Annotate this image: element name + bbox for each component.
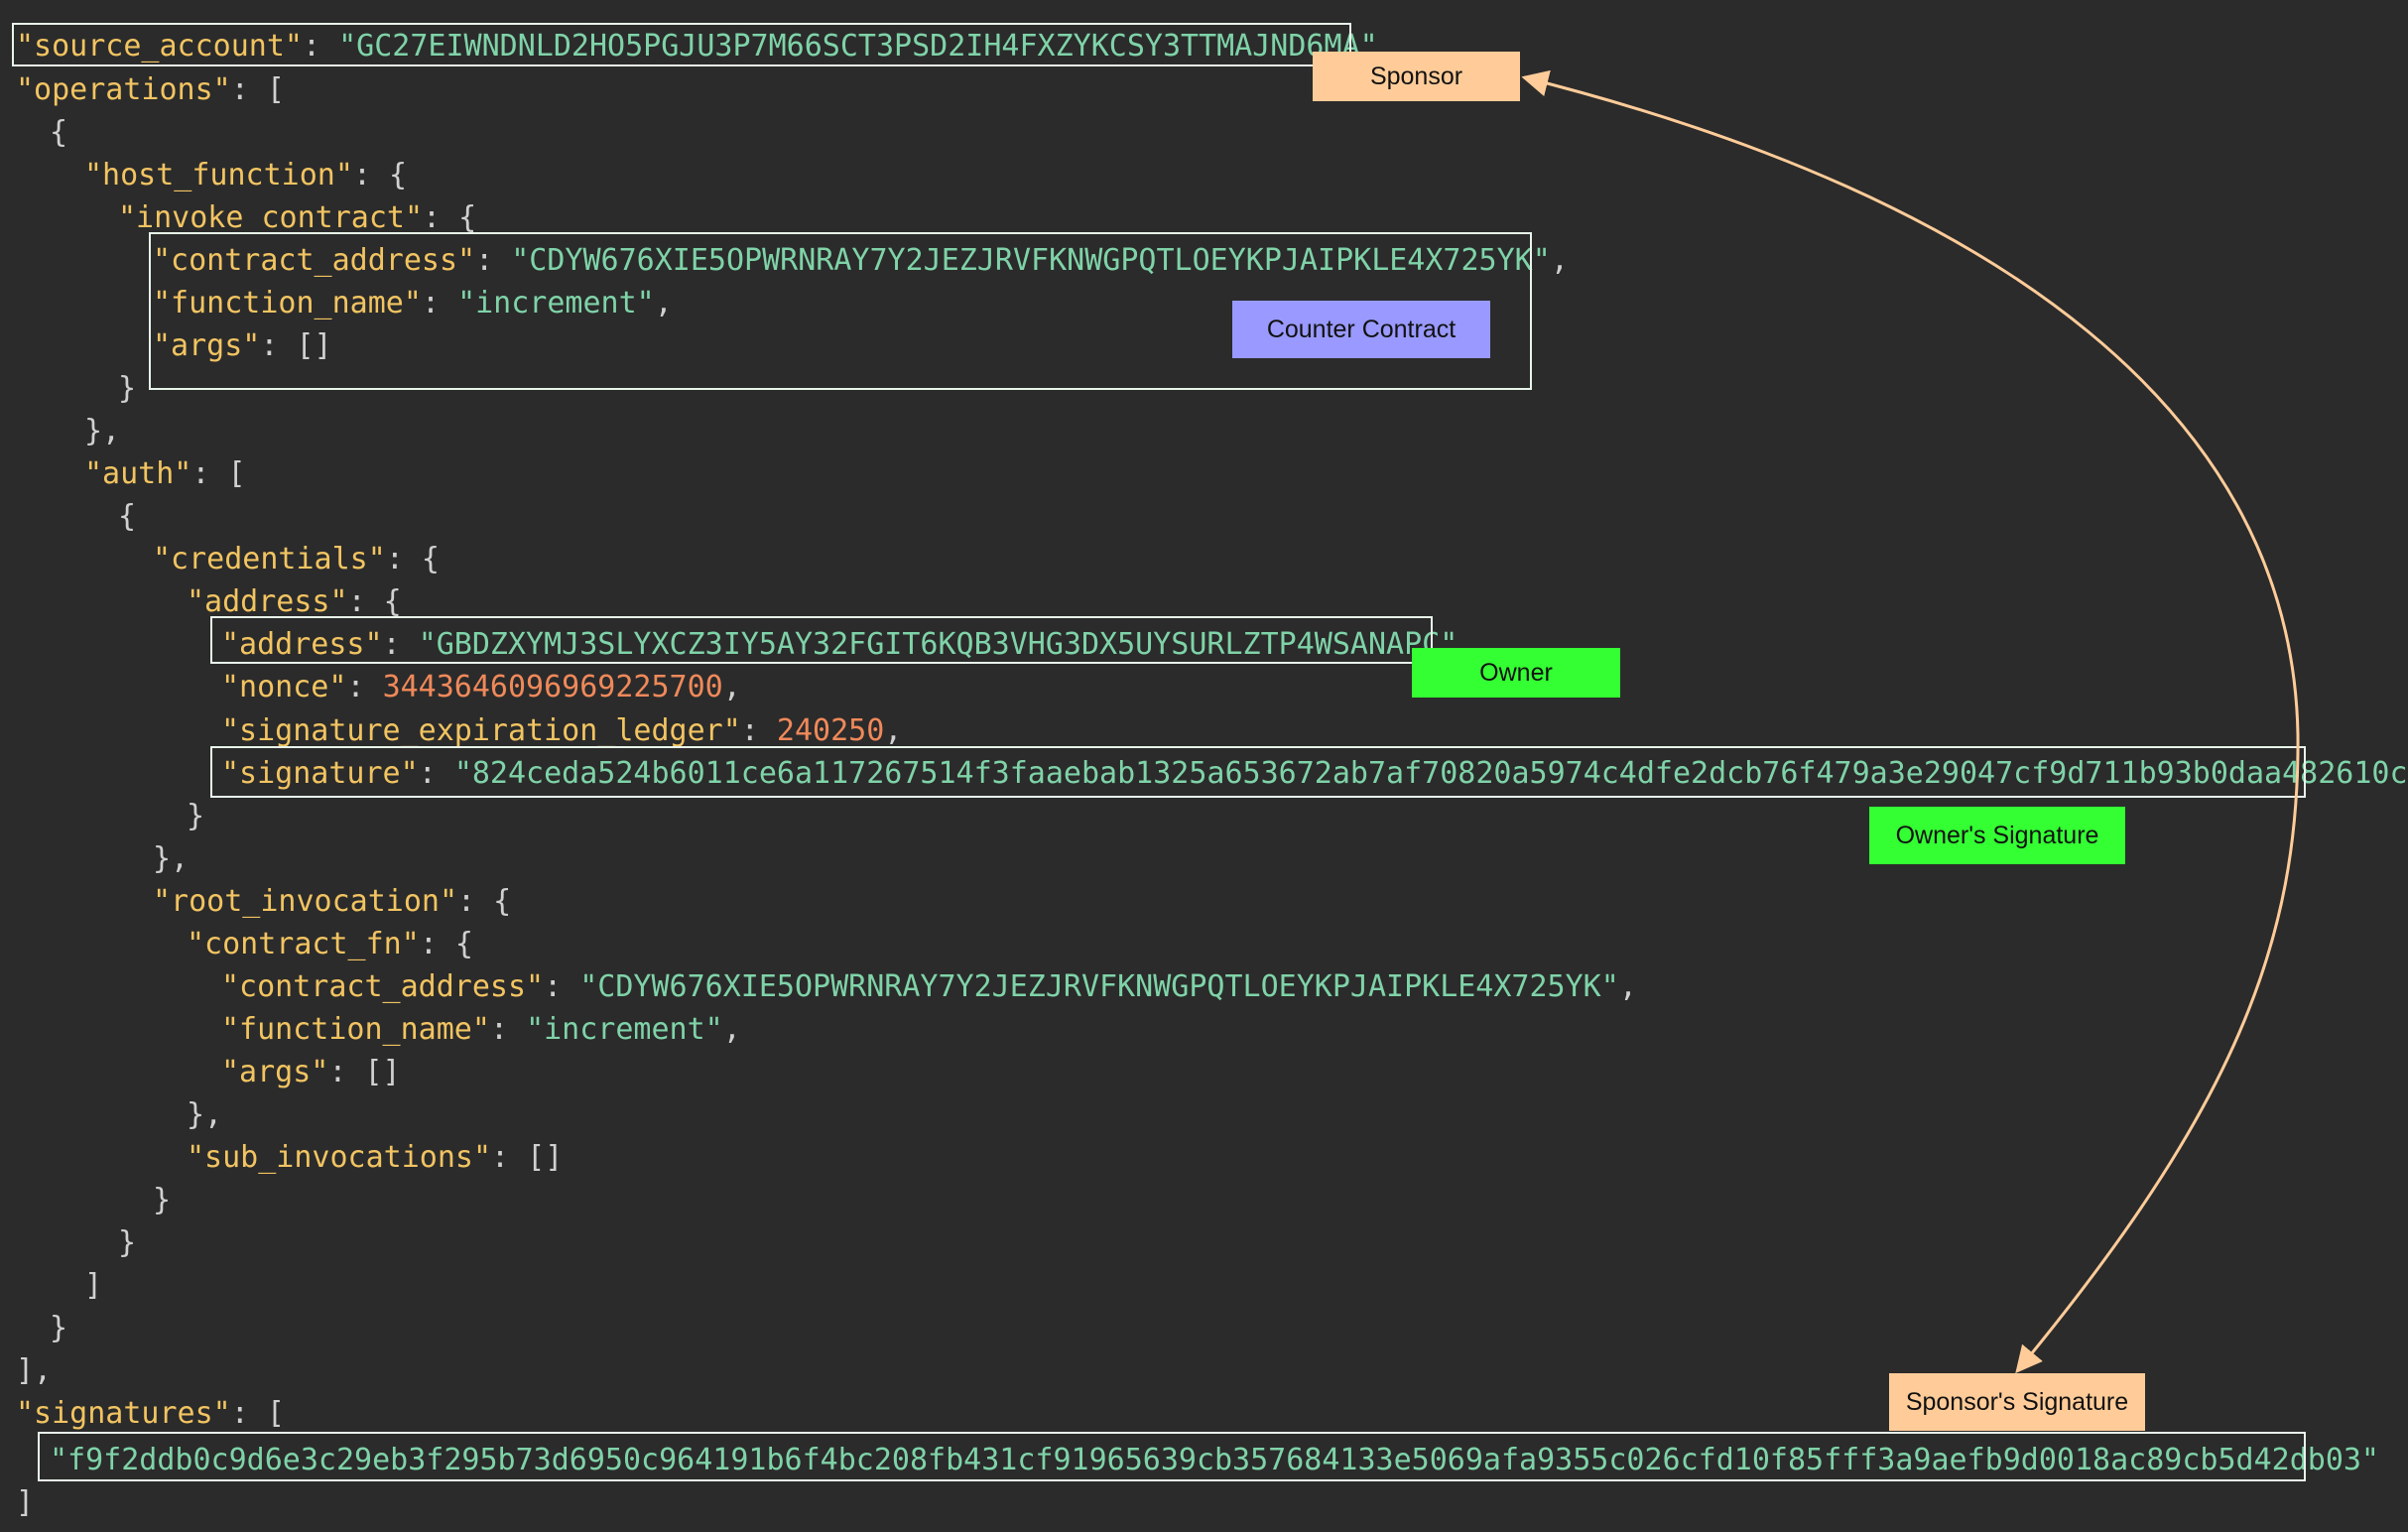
code-line: } — [50, 1311, 68, 1345]
json-number: 3443646096969225700 — [382, 670, 723, 704]
code-line-sub-invocations: "sub_invocations": [] — [187, 1140, 564, 1175]
code-line-signatures-value: "f9f2ddb0c9d6e3c29eb3f295b73d6950c964191… — [50, 1439, 2379, 1481]
code-line: }, — [84, 414, 121, 448]
code-line-operations: "operations": [ — [16, 72, 285, 107]
json-number: 240250 — [776, 713, 885, 748]
code-line: }, — [153, 841, 190, 876]
code-line-signatures: "signatures": [ — [16, 1396, 285, 1431]
code-line-function-name: "function_name": "increment", — [153, 286, 673, 320]
json-string: "GC27EIWNDNLD2HO5PGJU3P7M66SCT3PSD2IH4FX… — [338, 29, 1378, 64]
code-line-nonce: "nonce": 3443646096969225700, — [221, 670, 741, 704]
json-key: "signature_expiration_ledger" — [221, 713, 741, 748]
json-key: "address" — [221, 627, 383, 662]
json-key: "host_function" — [84, 158, 353, 192]
json-key: "address" — [187, 584, 348, 619]
code-line: } — [118, 1225, 137, 1260]
json-string: "CDYW676XIE5OPWRNRAY7Y2JEZJRVFKNWGPQTLOE… — [579, 969, 1619, 1004]
json-key: "credentials" — [153, 542, 386, 576]
json-key: "auth" — [84, 456, 192, 491]
sponsor-signature-highlight — [38, 1432, 2306, 1481]
json-key: "contract_fn" — [187, 927, 420, 961]
code-line-args: "args": [] — [221, 1055, 401, 1089]
code-line-contract-fn: "contract_fn": { — [187, 927, 473, 961]
sponsor-link-arrow — [1521, 69, 2300, 1374]
json-key: "function_name" — [221, 1012, 490, 1047]
json-string: "increment" — [526, 1012, 723, 1047]
json-string: "f9f2ddb0c9d6e3c29eb3f295b73d6950c964191… — [50, 1443, 2379, 1477]
code-line: }, — [187, 1097, 223, 1132]
code-line-source-account: "source_account": "GC27EIWNDNLD2HO5PGJU3… — [16, 29, 1378, 64]
code-line-signature-expiration: "signature_expiration_ledger": 240250, — [221, 713, 903, 748]
json-key: "sub_invocations" — [187, 1140, 492, 1175]
code-line-host-function: "host_function": { — [84, 158, 408, 192]
json-key: "root_invocation" — [153, 884, 458, 919]
code-line-function-name: "function_name": "increment", — [221, 1012, 741, 1047]
code-canvas: "source_account": "GC27EIWNDNLD2HO5PGJU3… — [12, 23, 2408, 1520]
code-line-invoke-contract: "invoke_contract": { — [118, 200, 477, 235]
code-line: ], — [16, 1353, 53, 1388]
owner-signature-highlight — [210, 746, 2306, 798]
code-line: ] — [84, 1268, 103, 1303]
json-string: "increment" — [457, 286, 655, 320]
json-key: "invoke_contract" — [118, 200, 424, 235]
sponsors-signature-label: Sponsor's Signature — [1889, 1373, 2145, 1431]
json-key: "nonce" — [221, 670, 347, 704]
code-line-address-obj: "address": { — [187, 584, 402, 619]
json-empty-array: [] — [296, 328, 332, 363]
code-line: } — [153, 1183, 172, 1217]
json-key: "function_name" — [153, 286, 422, 320]
json-key: "source_account" — [16, 29, 303, 64]
code-line-auth: "auth": [ — [84, 456, 246, 491]
json-key: "contract_address" — [221, 969, 545, 1004]
json-key: "args" — [221, 1055, 329, 1089]
json-empty-array: [] — [364, 1055, 401, 1089]
code-line-args: "args": [] — [153, 328, 332, 363]
json-key: "args" — [153, 328, 261, 363]
json-key: "signature" — [221, 756, 419, 791]
owner-address-highlight — [210, 616, 1433, 664]
json-string: "CDYW676XIE5OPWRNRAY7Y2JEZJRVFKNWGPQTLOE… — [511, 243, 1551, 278]
code-line: } — [187, 799, 205, 833]
code-line-contract-address: "contract_address": "CDYW676XIE5OPWRNRAY… — [153, 243, 1569, 278]
source-account-highlight — [12, 23, 1351, 66]
code-line: } — [118, 371, 137, 406]
json-key: "operations" — [16, 72, 231, 107]
code-line-address: "address": "GBDZXYMJ3SLYXCZ3IY5AY32FGIT6… — [221, 627, 1476, 662]
sponsor-label: Sponsor — [1313, 52, 1520, 101]
code-line-credentials: "credentials": { — [153, 542, 440, 576]
code-line-signature: "signature": "824ceda524b6011ce6a1172675… — [221, 756, 2408, 791]
json-key: "signatures" — [16, 1396, 231, 1431]
json-empty-array: [] — [527, 1140, 564, 1175]
counter-contract-label: Counter Contract — [1232, 301, 1490, 358]
json-key: "contract_address" — [153, 243, 476, 278]
code-line: { — [118, 499, 137, 534]
code-line-root-invocation: "root_invocation": { — [153, 884, 512, 919]
json-string: "GBDZXYMJ3SLYXCZ3IY5AY32FGIT6KQB3VHG3DX5… — [418, 627, 1458, 662]
json-string: "824ceda524b6011ce6a117267514f3faaebab13… — [453, 756, 2408, 791]
code-line: ] — [16, 1485, 35, 1520]
code-line: { — [50, 115, 68, 150]
